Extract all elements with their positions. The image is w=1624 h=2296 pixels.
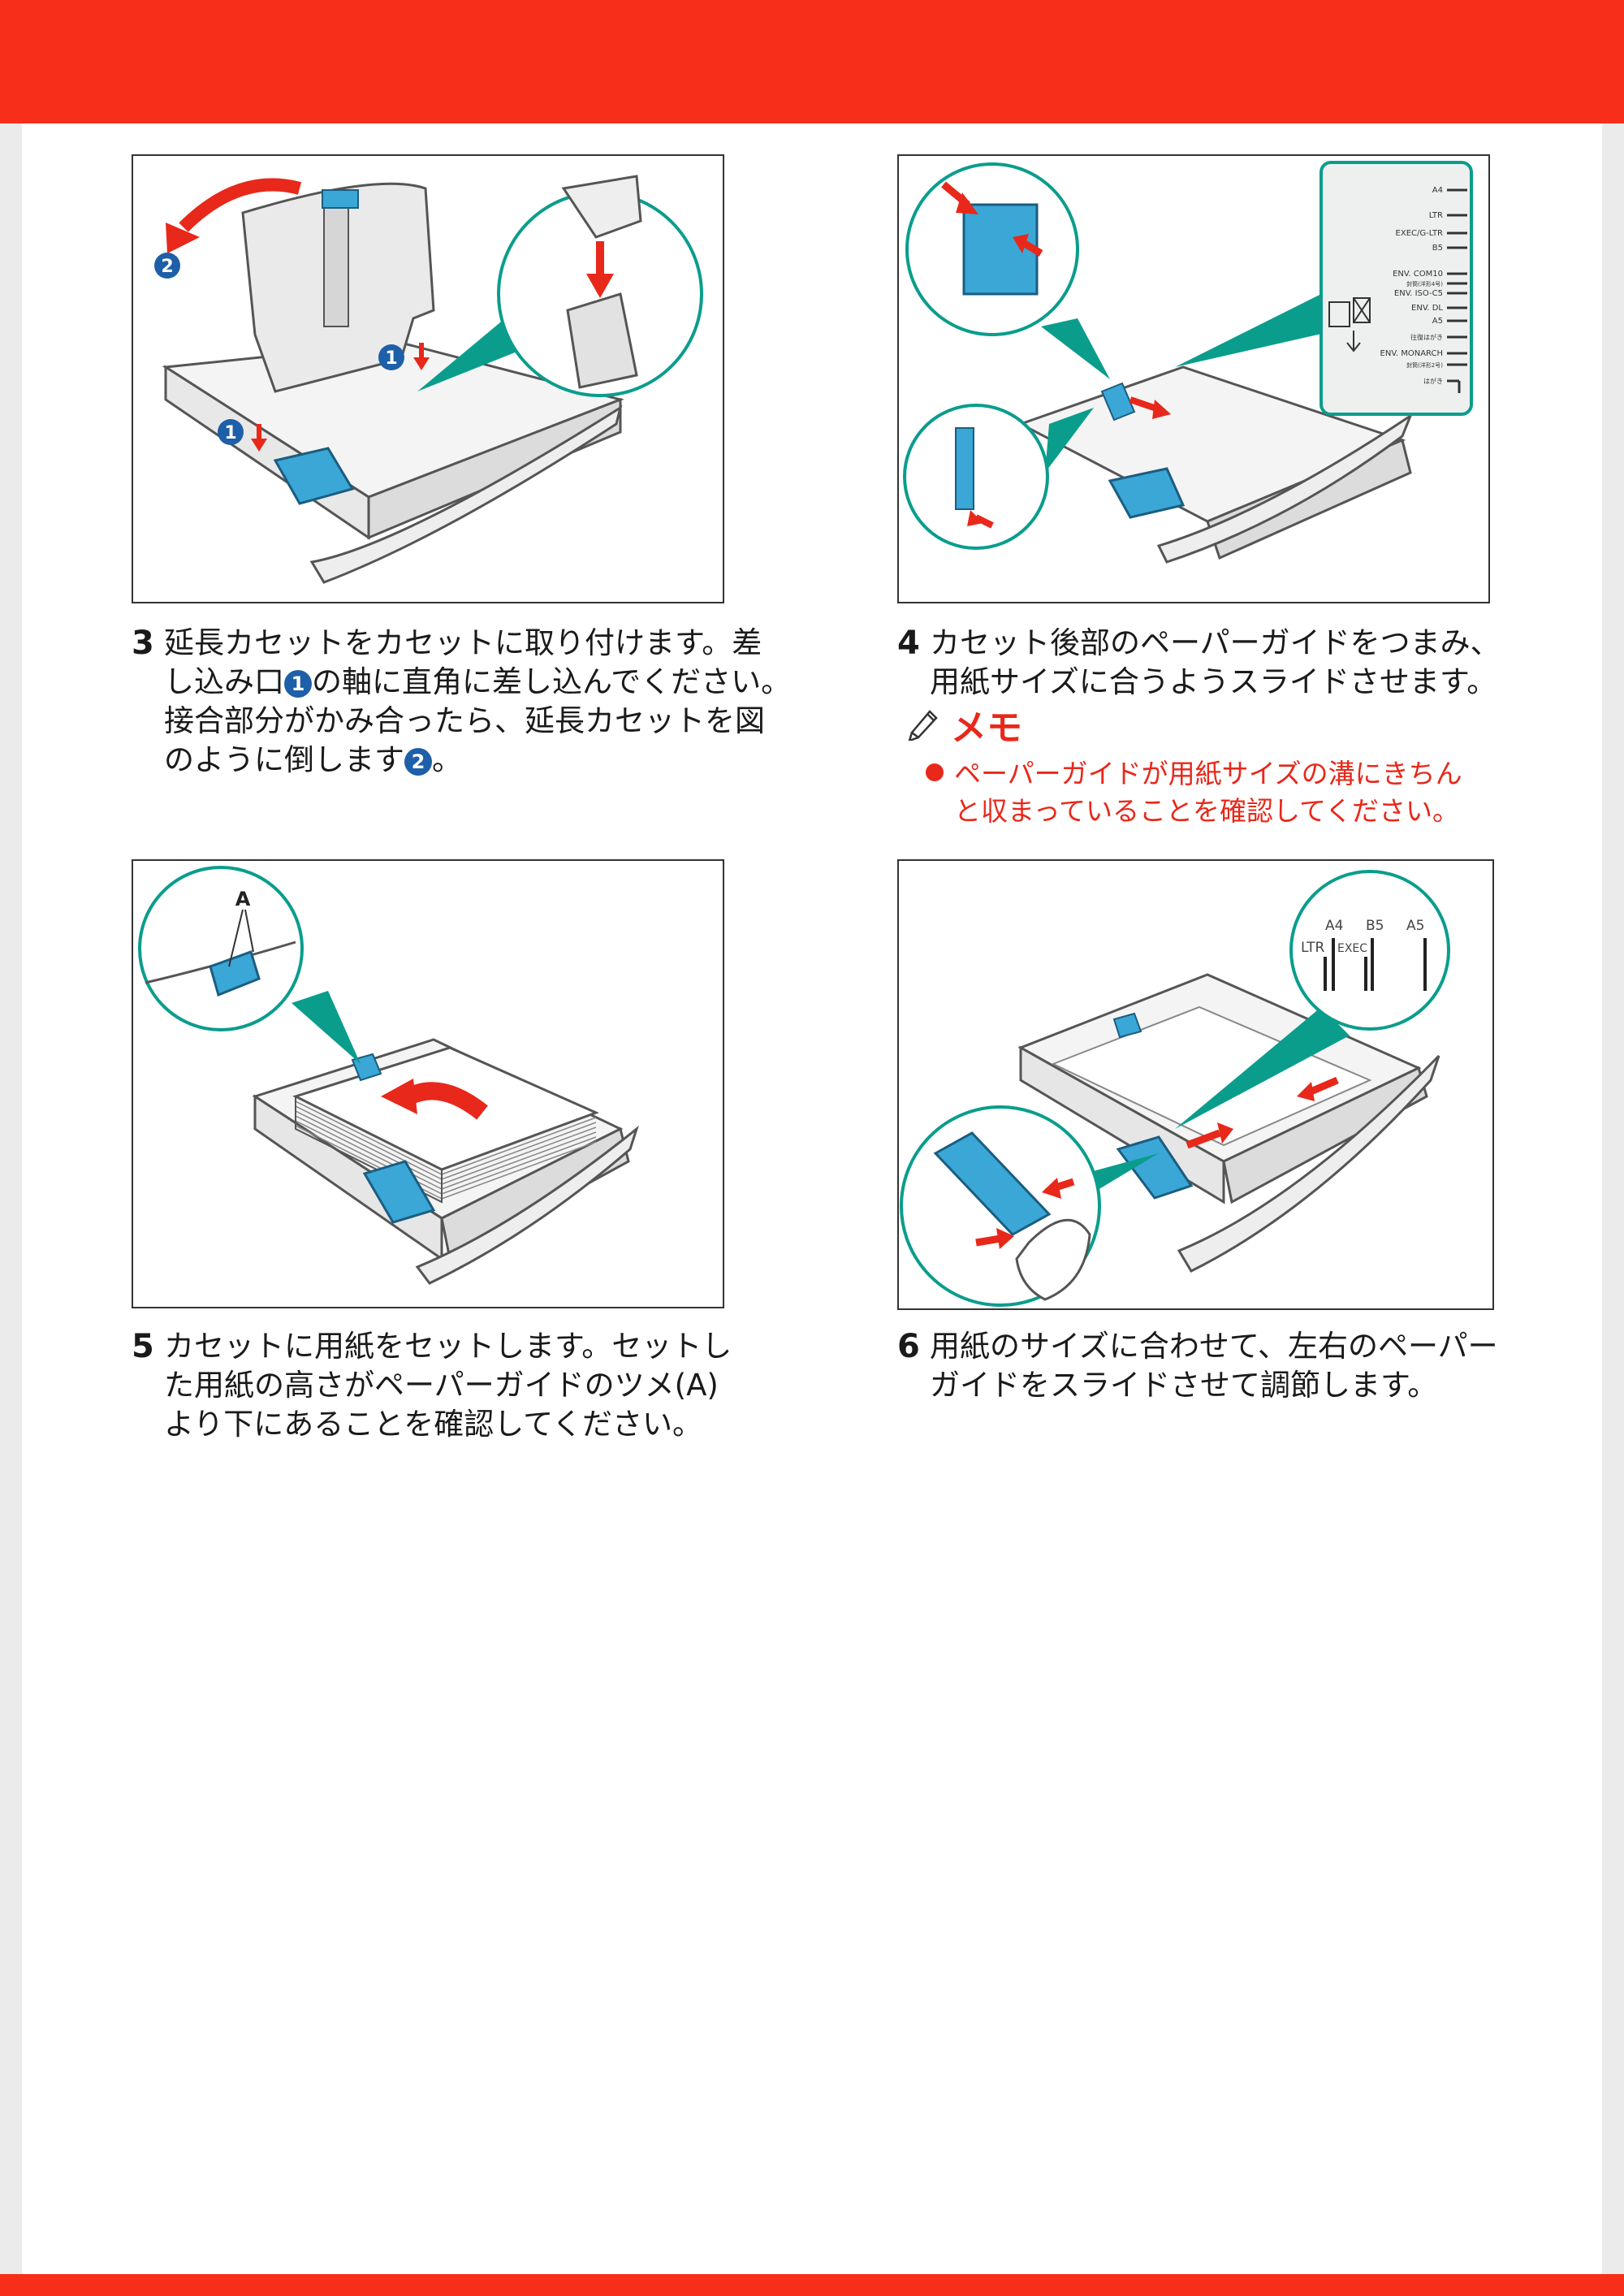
step-number: 4	[897, 625, 920, 662]
scale-label-ofuku-hagaki: 往復はがき	[1410, 333, 1443, 341]
scale-label-exec-gltr: EXEC/G-LTR	[1396, 229, 1443, 238]
figure-load-paper: A	[132, 859, 724, 1308]
scale-label-env-dl: ENV. DL	[1411, 304, 1443, 313]
illustration-attach-extension: 2 1 1	[154, 175, 703, 584]
callout-badge-1b-label: 1	[224, 423, 236, 443]
callout-badge-1a-label: 1	[385, 348, 397, 369]
callout-badge-1b	[218, 419, 244, 445]
callout-badge-2-label: 2	[161, 257, 173, 277]
step-6: 6 用紙のサイズに合わせて、左右のペーパー ガイドをスライドさせて調節します。	[897, 1327, 1579, 1408]
scale-top-a4: A4	[1325, 918, 1343, 934]
figure-rear-paper-guide: A4 LTR EXEC/G-LTR B5 ENV. COM10 封筒(洋形4号)…	[897, 154, 1490, 603]
step-3-text-part2: の軸に直角に差し込んでください。 接合部分がかみ合ったら、延長カセットを図 のよ…	[164, 664, 792, 777]
scale-label-b5: B5	[1432, 244, 1443, 253]
callout-badge-2	[154, 253, 180, 279]
scale-top-b5: B5	[1366, 918, 1384, 934]
scale-label-env-com10: ENV. COM10	[1393, 270, 1443, 279]
step-number: 6	[897, 1328, 920, 1365]
step-4: 4 カセット後部のペーパーガイドをつまみ、 用紙サイズに合うようスライドさせます…	[897, 624, 1579, 705]
illustration-side-guides: A4 B5 A5 LTR EXEC	[900, 870, 1450, 1307]
step-6-text: 用紙のサイズに合わせて、左右のペーパー ガイドをスライドさせて調節します。	[930, 1329, 1498, 1403]
figure-extension-cassette: 2 1 1	[132, 154, 724, 603]
scale-bottom-exec: EXEC	[1337, 942, 1367, 955]
pencil-icon	[908, 710, 938, 741]
step-3-text-part3: 。	[432, 742, 462, 777]
figure-side-guides: A4 B5 A5 LTR EXEC	[897, 859, 1494, 1310]
illustration-load-paper: A	[138, 866, 639, 1285]
scale-bottom-ltr: LTR	[1301, 940, 1325, 956]
scale-label-env-monarch: ENV. MONARCH	[1380, 349, 1443, 358]
memo-bullet	[926, 763, 944, 781]
step-number: 3	[132, 625, 154, 662]
step-3-text-part1: 延長カセットをカセットに取り付けます。差 し込み口	[164, 625, 762, 699]
illustration-rear-guide: A4 LTR EXEC/G-LTR B5 ENV. COM10 封筒(洋形4号)…	[903, 161, 1473, 564]
label-a: A	[235, 888, 251, 910]
step-5: 5 カセットに用紙をセットします。セットし た用紙の高さがペーパーガイドのツメ(…	[132, 1327, 814, 1457]
step-number: 5	[132, 1328, 154, 1365]
header-band	[0, 0, 1624, 123]
footer-band	[0, 2274, 1624, 2296]
scale-label-a4: A4	[1432, 186, 1443, 195]
scale-label-env-iso-c5: ENV. ISO-C5	[1394, 289, 1443, 298]
scale-label-hagaki: はがき	[1423, 377, 1443, 385]
memo-body: ペーパーガイドが用紙サイズの溝にきちん と収まっていることを確認してください。	[954, 758, 1462, 827]
scale-label-yokei2: 封筒(洋形2号)	[1406, 361, 1443, 369]
callout-badge-2: 2	[404, 747, 432, 776]
step-5-text: カセットに用紙をセットします。セットし た用紙の高さがペーパーガイドのツメ(A)…	[164, 1329, 732, 1442]
step-4-text: カセット後部のペーパーガイドをつまみ、 用紙サイズに合うようスライドさせます。	[930, 625, 1501, 699]
scale-label-ltr: LTR	[1429, 211, 1443, 220]
callout-badge-1: 1	[284, 669, 312, 698]
callout-badge-1a	[378, 344, 404, 370]
scale-label-a5: A5	[1432, 317, 1443, 326]
scale-label-yokei4: 封筒(洋形4号)	[1406, 280, 1443, 288]
scale-top-a5: A5	[1406, 918, 1424, 934]
memo-title: メモ	[951, 707, 1022, 749]
